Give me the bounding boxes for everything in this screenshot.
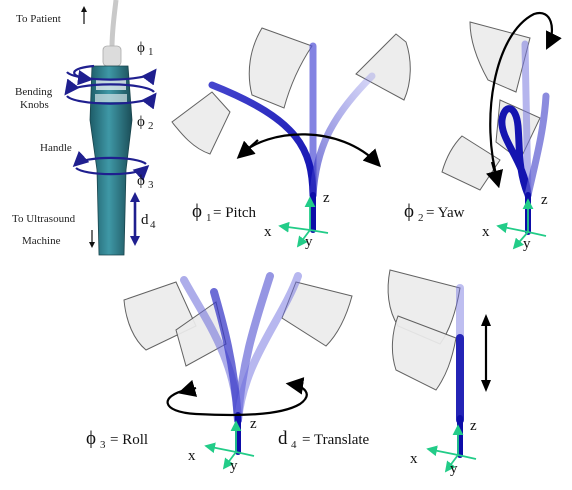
roll-x-axis-neg	[235, 451, 255, 457]
pitch-caption: = Pitch	[213, 205, 257, 221]
roll-fan-right	[281, 281, 353, 347]
translate-caption: = Translate	[302, 432, 370, 448]
yaw-rotation-arc-start	[486, 161, 504, 189]
roll-probe-2	[210, 288, 242, 424]
pitch-x-label: x	[264, 224, 272, 240]
roll-phi-subscript: 3	[100, 439, 106, 451]
pitch-x-axis-neg	[309, 229, 329, 234]
bending-knob-band-2	[95, 94, 127, 102]
yaw-x-axis	[496, 222, 529, 234]
probe-handle-body	[89, 65, 133, 256]
d4-translation-arrow	[130, 192, 140, 246]
probe-panel: To Patient ϕ 1 Bending Knobs ϕ 2 Handle …	[12, 0, 157, 256]
phi2-rotation-arrow	[64, 78, 157, 110]
probe-phi2-subscript: 2	[148, 120, 154, 132]
pitch-y-axis	[296, 229, 311, 248]
yaw-probe-back	[521, 40, 532, 199]
yaw-x-axis-neg	[527, 231, 547, 237]
roll-x-axis	[204, 442, 237, 454]
roll-z-label: z	[250, 416, 257, 432]
translate-x-axis-neg	[457, 454, 477, 460]
pitch-x-axis	[278, 221, 311, 233]
pitch-fan-left	[171, 91, 231, 155]
roll-phi-symbol: ϕ	[86, 428, 96, 449]
probe-phi1-subscript: 1	[148, 46, 154, 58]
probe-tip-section	[102, 45, 122, 67]
pitch-fan-center	[248, 27, 313, 109]
roll-y-label: y	[230, 458, 238, 474]
pitch-phi-subscript: 1	[206, 212, 212, 224]
probe-phi2-symbol: ϕ	[137, 114, 145, 130]
phi3-rotation-arrow	[72, 150, 150, 182]
translate-y-axis	[444, 454, 459, 473]
translate-d-subscript: 4	[291, 439, 297, 451]
to-patient-arrow	[81, 6, 87, 24]
pitch-phi-symbol: ϕ	[192, 201, 202, 222]
yaw-panel: z x y ϕ 2 = Yaw	[404, 11, 562, 252]
pitch-z-label: z	[323, 190, 330, 206]
translate-axes	[426, 424, 477, 473]
probe-d4-symbol: d	[141, 212, 149, 228]
probe-cable	[109, 0, 119, 49]
to-ultrasound-label-line2: Machine	[22, 235, 61, 247]
pitch-probe-left	[208, 81, 317, 199]
roll-caption: = Roll	[110, 432, 148, 448]
pitch-panel: z x y ϕ 1 = Pitch	[171, 27, 411, 250]
translate-x-axis	[426, 445, 459, 457]
pitch-fan-right	[355, 33, 411, 101]
pitch-rotation-arc-start	[236, 139, 259, 159]
translate-panel: z x y d 4 = Translate	[278, 269, 491, 477]
roll-probe-4	[234, 272, 302, 424]
yaw-y-label: y	[523, 236, 531, 252]
roll-rotation-ellipse	[166, 377, 308, 417]
yaw-x-label: x	[482, 224, 490, 240]
translate-x-label: x	[410, 451, 418, 467]
pitch-probe-right	[309, 72, 376, 199]
yaw-caption: = Yaw	[426, 205, 465, 221]
yaw-probe-right	[524, 92, 550, 199]
handle-label: Handle	[40, 142, 72, 154]
probe-phi3-subscript: 3	[148, 179, 154, 191]
roll-rotation-ellipse-start	[177, 379, 198, 397]
phi1-rotation-arrow	[66, 64, 157, 86]
translate-arrow	[481, 314, 491, 392]
roll-x-label: x	[188, 448, 196, 464]
yaw-y-axis	[512, 231, 529, 250]
to-machine-arrow	[89, 230, 95, 248]
bending-knobs-label-line1: Bending	[15, 86, 53, 98]
yaw-probe-loop	[498, 105, 532, 199]
probe-d4-subscript: 4	[150, 219, 156, 231]
translate-z-label: z	[470, 418, 477, 434]
yaw-rotation-arc	[489, 11, 562, 183]
translate-fan-bottom	[391, 315, 457, 391]
yaw-fan-bottom	[441, 135, 501, 191]
yaw-axes	[496, 198, 547, 250]
translate-d-symbol: d	[278, 428, 288, 449]
translate-y-label: y	[450, 461, 458, 477]
to-patient-label: To Patient	[16, 13, 61, 25]
probe-phi1-symbol: ϕ	[137, 40, 145, 56]
roll-panel: z x y ϕ 3 = Roll	[86, 272, 353, 474]
yaw-phi-subscript: 2	[418, 212, 424, 224]
probe-phi3-symbol: ϕ	[137, 173, 145, 189]
yaw-z-label: z	[541, 192, 548, 208]
yaw-fan-top	[469, 21, 531, 93]
pitch-y-label: y	[305, 234, 313, 250]
to-ultrasound-label-line1: To Ultrasound	[12, 213, 76, 225]
yaw-phi-symbol: ϕ	[404, 201, 414, 222]
roll-y-axis	[222, 451, 237, 470]
roll-axes	[204, 420, 255, 470]
pitch-axes	[278, 196, 329, 248]
bending-knobs-label-line2: Knobs	[20, 99, 49, 111]
